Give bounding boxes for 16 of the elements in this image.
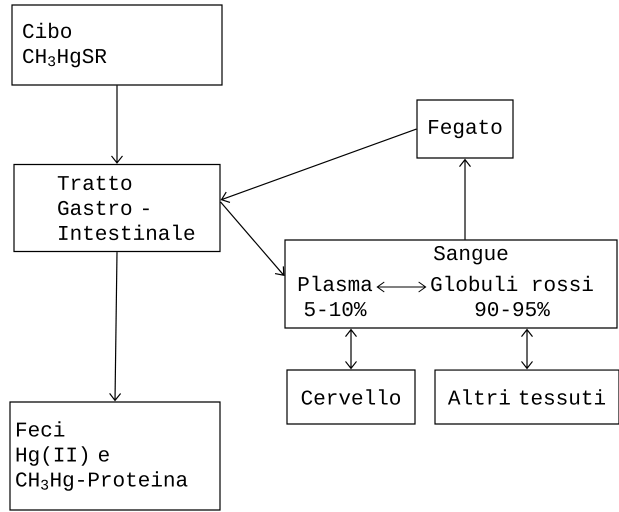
compartment-label: Plasma 5-10% <box>298 276 372 316</box>
arrow <box>109 252 122 402</box>
process-box: Cervello <box>286 369 416 425</box>
equilibrium-arrow <box>376 282 426 292</box>
arrow <box>220 202 284 276</box>
process-box: Fegato <box>416 99 514 159</box>
arrow <box>521 328 533 370</box>
process-box: Cibo CH$_{3}$HgSR <box>11 4 223 86</box>
arrow <box>345 328 357 370</box>
compartment-label: Globuli rossi 90-95% <box>431 276 593 316</box>
process-box: Altri tessuti <box>434 369 619 425</box>
arrow <box>111 86 123 164</box>
arrow <box>459 158 471 240</box>
process-box: Tratto Gastro - Intestinale <box>13 164 221 252</box>
arrow <box>220 128 417 204</box>
process-box: Feci Hg(II) e CH$_{3}$Hg-Proteina <box>9 401 221 511</box>
